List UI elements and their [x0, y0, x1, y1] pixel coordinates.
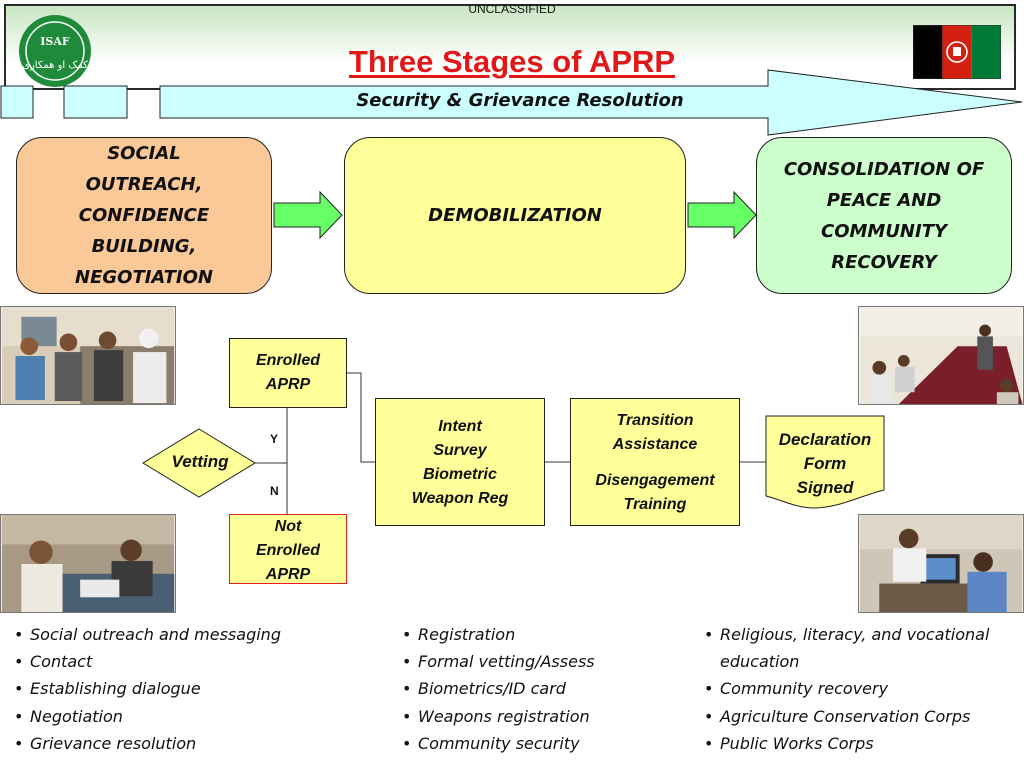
- stage1-activities-list: Social outreach and messaging Contact Es…: [12, 621, 382, 757]
- afghanistan-flag-icon: [913, 25, 1001, 79]
- photo-outreach-meeting: [0, 306, 176, 405]
- stage-consolidation-label: CONSOLIDATION OF PEACE AND COMMUNITY REC…: [783, 158, 985, 273]
- isaf-logo: ISAF کمک او همکاری: [19, 15, 91, 87]
- yes-branch-label: Y: [270, 432, 279, 446]
- not-enrolled-line: Enrolled: [255, 542, 320, 559]
- isaf-logo-text: ISAF: [40, 35, 70, 48]
- classification-marking: UNCLASSIFIED: [468, 2, 556, 16]
- enrolled-aprp-box: Enrolled APRP: [229, 338, 347, 408]
- intent-line: Weapon Reg: [411, 490, 509, 507]
- not-enrolled-line: Not: [274, 518, 302, 535]
- security-subtitle: Security & Grievance Resolution: [356, 90, 684, 111]
- right-arrow-icon: [273, 190, 343, 240]
- transition-line: Assistance: [612, 436, 698, 453]
- list-item: Agriculture Conservation Corps: [702, 703, 1022, 730]
- list-item: Weapons registration: [400, 703, 690, 730]
- stage-outreach: SOCIAL OUTREACH, CONFIDENCE BUILDING, NE…: [16, 137, 272, 294]
- enrolled-line: Enrolled: [255, 352, 320, 369]
- transition-line: Training: [623, 496, 687, 513]
- list-item: Community security: [400, 730, 690, 757]
- stage-consolidation: CONSOLIDATION OF PEACE AND COMMUNITY REC…: [756, 137, 1012, 294]
- declaration-form-label: Declaration Form Signed: [766, 428, 884, 500]
- stage3-activities-list: Religious, literacy, and vocational educ…: [702, 621, 1022, 757]
- list-item: Negotiation: [12, 703, 382, 730]
- security-arrow-band: [0, 69, 1023, 136]
- isaf-logo-subtext: کمک او همکاری: [22, 60, 88, 71]
- list-item: Formal vetting/Assess: [400, 648, 690, 675]
- intent-line: Biometric: [423, 466, 497, 483]
- enrolled-line: APRP: [265, 376, 311, 393]
- list-item: Biometrics/ID card: [400, 675, 690, 702]
- right-arrow-icon: [687, 190, 757, 240]
- stage-outreach-label: SOCIAL OUTREACH, CONFIDENCE BUILDING, NE…: [75, 143, 213, 288]
- list-item: Social outreach and messaging: [12, 621, 382, 648]
- list-item: Grievance resolution: [12, 730, 382, 757]
- page-title: Three Stages of APRP: [348, 44, 676, 79]
- photo-biometric-enrollment: [858, 514, 1024, 613]
- stage-demobilization: DEMOBILIZATION: [344, 137, 686, 294]
- list-item: Religious, literacy, and vocational educ…: [702, 621, 1022, 675]
- intent-line: Survey: [433, 442, 487, 459]
- transition-line: Transition: [616, 412, 694, 429]
- header-banner: [4, 4, 1016, 90]
- list-item: Contact: [12, 648, 382, 675]
- declaration-line: Declaration: [778, 430, 872, 449]
- intent-line: Intent: [438, 418, 482, 435]
- stage-demobilization-label: DEMOBILIZATION: [428, 205, 602, 226]
- declaration-line: Form: [803, 454, 847, 473]
- photo-community-gathering: [858, 306, 1024, 405]
- declaration-line: Signed: [796, 478, 854, 497]
- no-branch-label: N: [270, 484, 279, 498]
- list-item: Registration: [400, 621, 690, 648]
- transition-line: Disengagement: [595, 472, 715, 489]
- not-enrolled-aprp-box: Not Enrolled APRP: [229, 514, 347, 584]
- list-item: Community recovery: [702, 675, 1022, 702]
- photo-registration-desk: [0, 514, 176, 613]
- stage2-activities-list: Registration Formal vetting/Assess Biome…: [400, 621, 690, 757]
- transition-assistance-box: Transition Assistance Disengagement Trai…: [570, 398, 740, 526]
- not-enrolled-line: APRP: [265, 566, 311, 583]
- list-item: Establishing dialogue: [12, 675, 382, 702]
- vetting-label: Vetting: [171, 452, 229, 471]
- list-item: Public Works Corps: [702, 730, 1022, 757]
- intent-survey-box: Intent Survey Biometric Weapon Reg: [375, 398, 545, 526]
